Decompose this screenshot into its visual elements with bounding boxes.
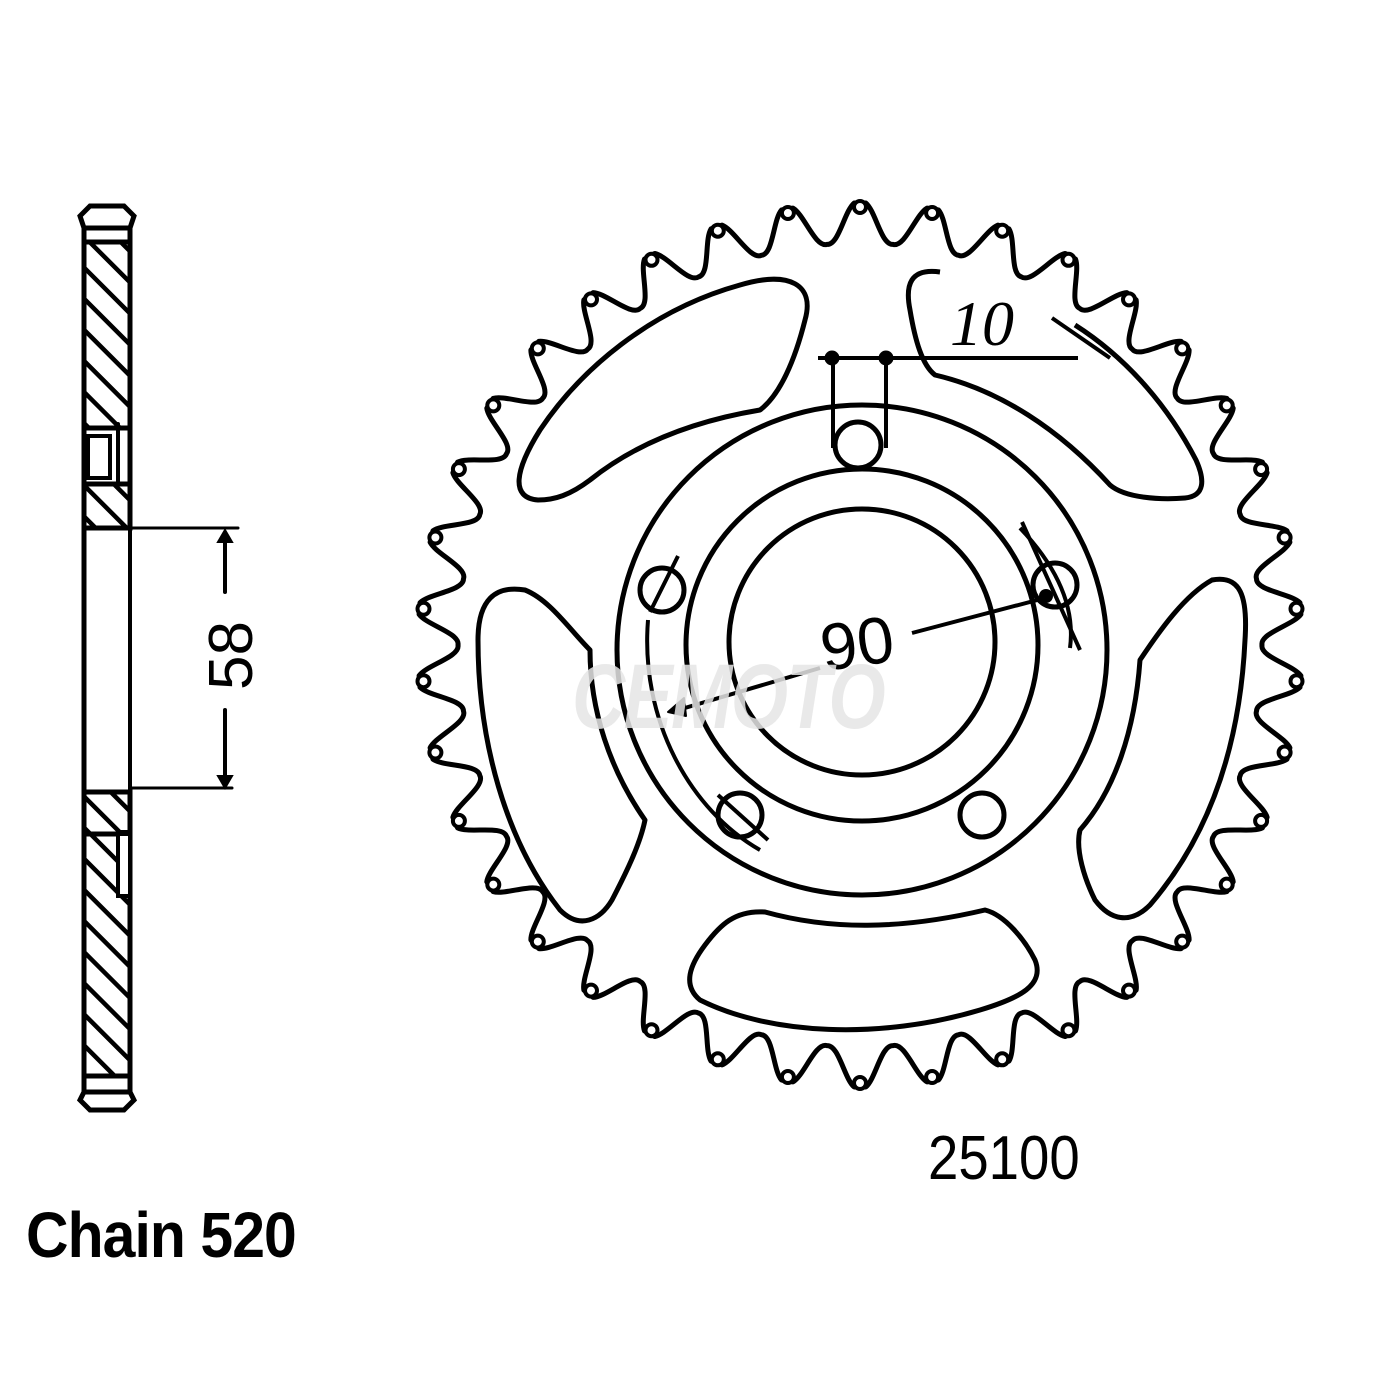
tooth-tip-icon <box>1288 600 1305 617</box>
cutout-right <box>1076 576 1249 921</box>
tooth-tip-icon <box>779 1069 796 1085</box>
tooth-tip-icon <box>415 673 432 690</box>
tooth-tip-icon <box>1288 673 1305 690</box>
tooth-tip-icon <box>643 1022 660 1039</box>
bolt-hole-upper-right <box>1030 560 1080 610</box>
tooth-tip-icon <box>427 744 444 761</box>
tooth-tip-icon <box>1174 340 1191 357</box>
tooth-tip-icon <box>924 1069 941 1085</box>
tooth-tip-icon <box>583 982 599 999</box>
tooth-tip-icon <box>450 812 467 829</box>
tooth-tip-icon <box>1276 744 1293 761</box>
dim-90-leader-right <box>911 596 1046 635</box>
cutout-bottom <box>687 907 1040 1033</box>
dim-90-leader-left <box>677 666 821 712</box>
tooth-tip-icon <box>852 199 868 215</box>
tooth-tip-icon <box>709 1051 726 1068</box>
side-upper-hatch-2 <box>81 481 133 531</box>
tooth-tip-icon <box>1276 529 1293 546</box>
bolt-circle-arc <box>645 619 761 852</box>
tooth-tip-icon <box>1121 982 1137 999</box>
tooth-tip-icon <box>1060 251 1077 268</box>
dim-90-arrow-icon <box>667 697 687 717</box>
tooth-tip-icon <box>427 529 444 546</box>
cutout-upper-left <box>516 276 810 503</box>
dim-arrow-up-icon <box>216 528 234 543</box>
bolt-hole-top <box>832 419 884 471</box>
side-bottom-tooth <box>76 1089 138 1113</box>
tooth-tip-icon <box>994 1051 1011 1068</box>
tooth-tip-icon <box>485 876 502 893</box>
tooth-tip-icon <box>485 397 502 414</box>
tooth-tip-markers <box>415 199 1305 1091</box>
tooth-tip-icon <box>415 600 432 617</box>
tooth-tip-icon <box>1218 876 1235 893</box>
dim-10-arrow-left-icon <box>824 350 840 366</box>
tooth-tip-icon <box>450 461 467 478</box>
dim-arrow-down-icon <box>216 775 234 790</box>
cutout-upper-right <box>905 268 1205 502</box>
tooth-tip-icon <box>779 205 796 221</box>
tooth-tip-icon <box>583 291 599 308</box>
tooth-tip-icon <box>924 205 941 221</box>
side-lower-hatch-2 <box>81 831 133 1079</box>
bolt-hole-lower-left <box>715 790 765 840</box>
tooth-tip-icon <box>1121 291 1137 308</box>
dimension-10-label: 10 <box>950 288 1014 359</box>
tooth-tip-icon <box>1253 461 1270 478</box>
cutout-left <box>475 586 648 924</box>
chain-size-label: Chain 520 <box>26 1199 297 1271</box>
center-bore <box>726 506 998 778</box>
side-section-view <box>76 203 240 1113</box>
tooth-tip-icon <box>994 222 1011 239</box>
tooth-tip-icon <box>1253 812 1270 829</box>
tooth-tip-icon <box>1060 1022 1077 1039</box>
dim-10-arrow-right-icon <box>878 350 894 366</box>
bolt-hole-lower-right <box>957 790 1007 840</box>
tooth-tip-icon <box>529 933 546 950</box>
side-upper-hatch <box>81 239 133 431</box>
dimension-90-label: 90 <box>816 601 899 684</box>
bolt-hole-upper-left <box>637 565 687 615</box>
tooth-tip-icon <box>529 340 546 357</box>
tooth-tip-icon <box>643 251 660 268</box>
tooth-tip-icon <box>1174 933 1191 950</box>
part-number-label: 25100 <box>928 1124 1080 1193</box>
tooth-tip-icon <box>709 222 726 239</box>
sprocket-front-view <box>415 199 1305 1091</box>
tooth-tip-icon <box>852 1075 868 1091</box>
side-top-tooth <box>77 203 137 231</box>
watermark-text: CEMOTO <box>572 646 886 748</box>
outer-hub-ring <box>614 402 1110 898</box>
side-lower-hatch <box>81 789 133 837</box>
tooth-tip-icon <box>1218 397 1235 414</box>
dimension-58-label: 58 <box>197 621 266 690</box>
